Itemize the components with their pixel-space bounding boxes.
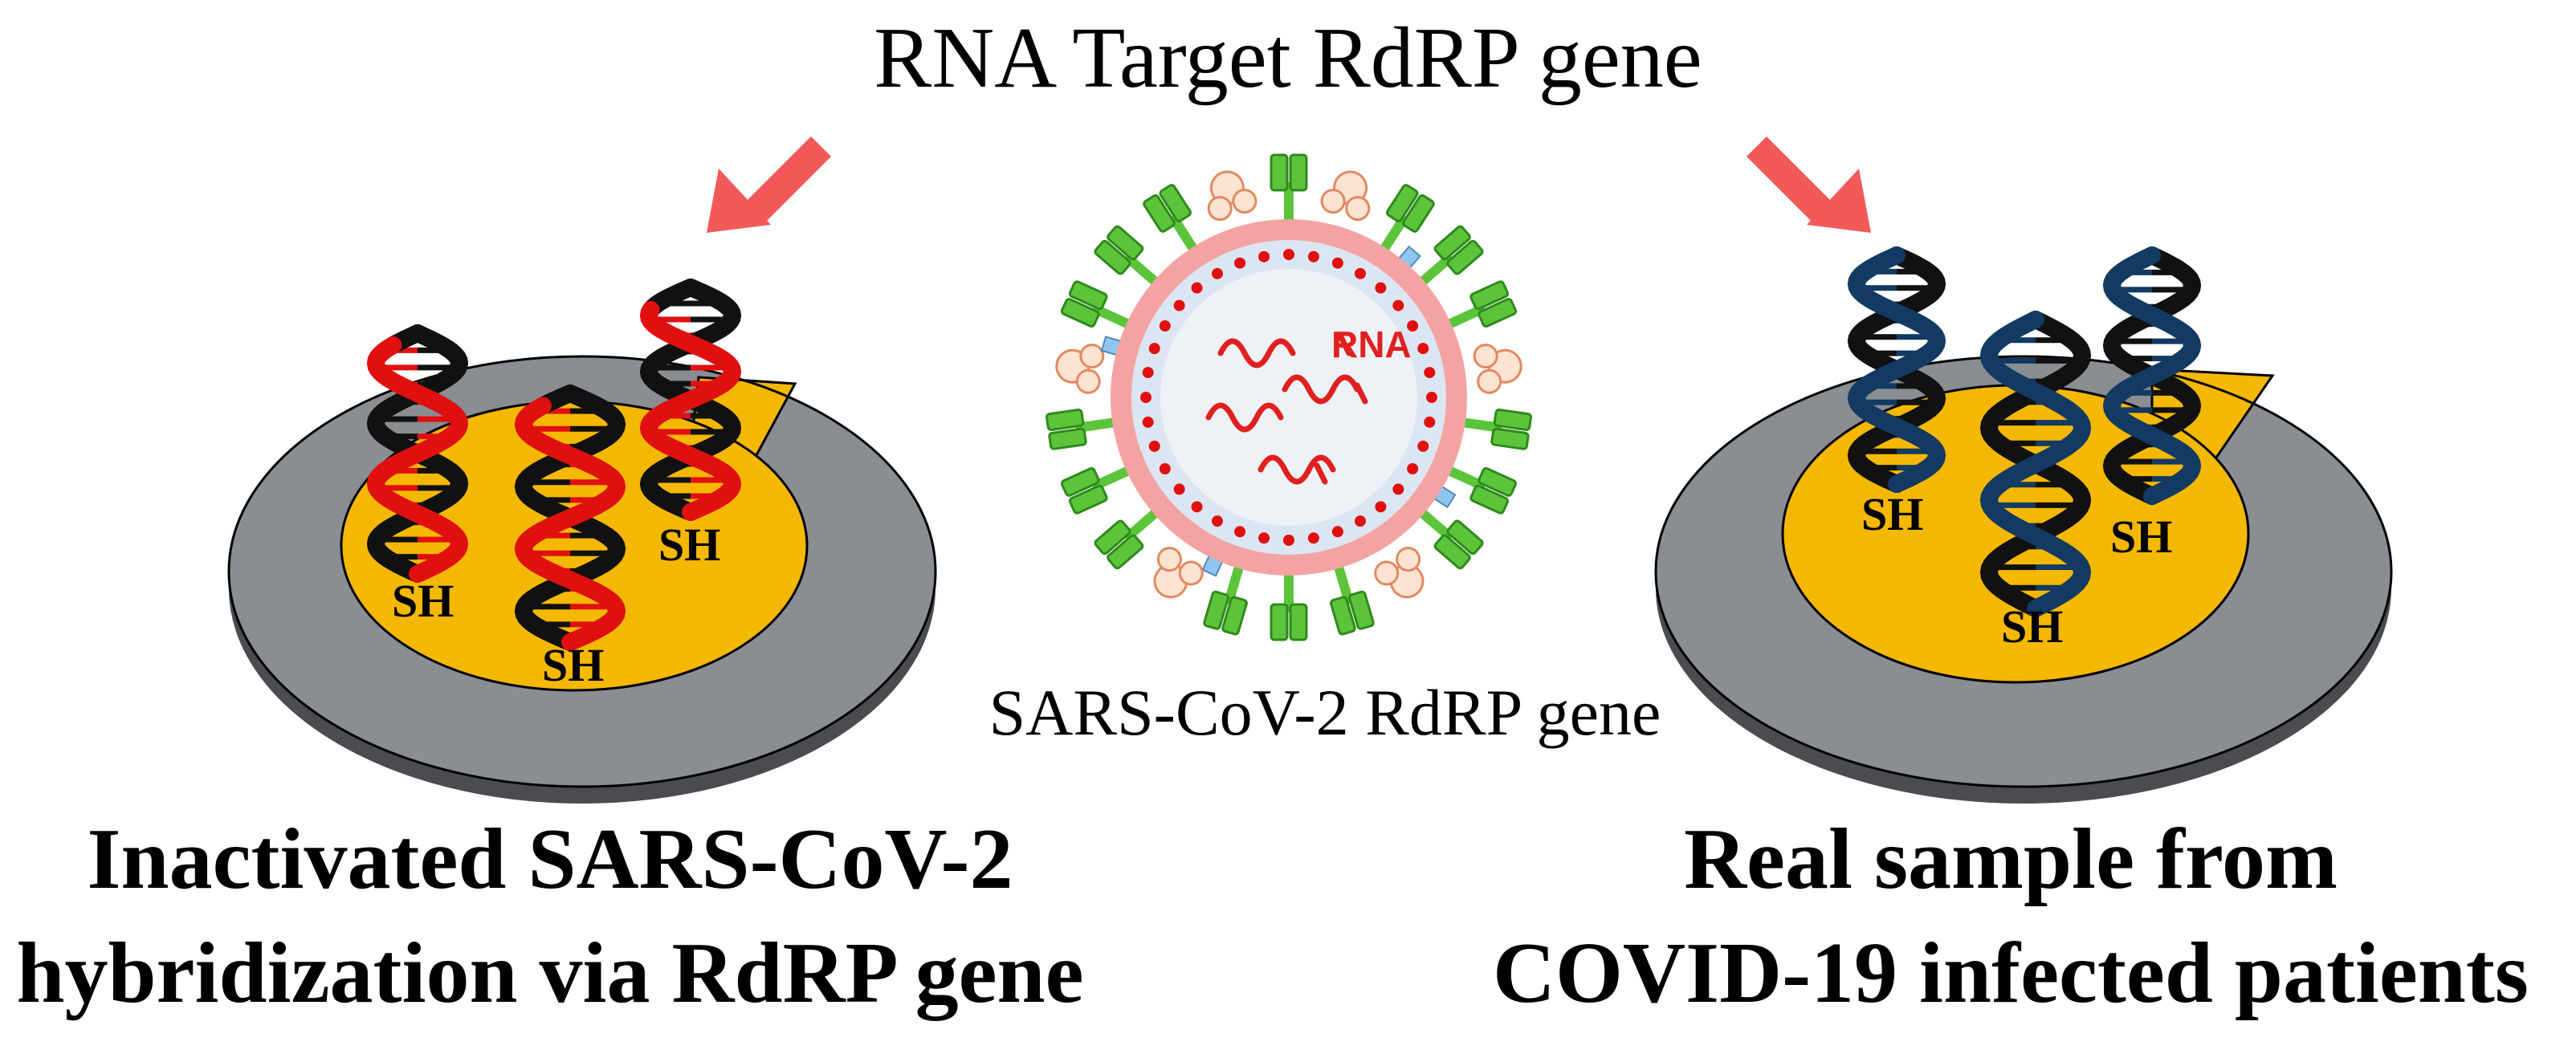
spike-protein-icon (1153, 547, 1204, 599)
spike-protein-icon (1055, 336, 1127, 394)
spike-protein-icon (1445, 280, 1518, 329)
arrow-left-icon (707, 136, 831, 233)
right-caption-line2: COVID-19 infected patients (1493, 926, 2529, 1021)
spike-protein-icon (1270, 572, 1308, 641)
virus-particle-icon: RNA (1045, 153, 1533, 641)
dna-helix-icon (639, 279, 742, 521)
left-caption: Inactivated SARS-CoV-2 hybridization via… (0, 803, 1100, 1031)
spike-protein-icon (1201, 549, 1248, 636)
spike-protein-icon (1094, 508, 1160, 570)
spike-protein-icon (1461, 408, 1533, 450)
left-caption-line1: Inactivated SARS-CoV-2 (87, 812, 1013, 907)
spike-protein-icon (1094, 225, 1160, 287)
dna-helix-icon (366, 324, 469, 583)
left-thiol-label: SH (658, 519, 720, 571)
right-thiol-labels: SH SH SH (1861, 488, 2172, 653)
dna-helix-icon (1847, 246, 1946, 493)
spike-protein-icon (1379, 184, 1435, 274)
spike-protein-icon (1270, 153, 1308, 222)
right-thiol-label: SH (2001, 600, 2063, 653)
spike-protein-icon (1473, 344, 1522, 394)
spike-protein-icon (1143, 184, 1199, 253)
rna-strands-icon (1205, 334, 1368, 485)
spike-protein-icon (1374, 547, 1425, 599)
page-title: RNA Target RdRP gene (874, 10, 1702, 106)
left-caption-line2: hybridization via RdRP gene (16, 926, 1084, 1021)
right-caption: Real sample from COVID-19 infected patie… (1445, 803, 2576, 1031)
rna-label: RNA (1331, 324, 1412, 365)
left-dna-helices (366, 279, 742, 651)
right-thiol-label: SH (1861, 488, 1923, 540)
virus-gene-label: SARS-CoV-2 RdRP gene (988, 676, 1661, 749)
membrane-dots (1140, 249, 1437, 546)
spike-proteins (1045, 153, 1533, 641)
spike-protein-icon (1320, 170, 1371, 222)
spike-protein-icon (1330, 564, 1375, 636)
spike-protein-icon (1429, 466, 1518, 515)
left-thiol-label: SH (542, 639, 604, 691)
spike-protein-icon (1045, 408, 1117, 450)
right-caption-line1: Real sample from (1684, 812, 2338, 907)
dna-helix-icon (1979, 311, 2092, 617)
spike-protein-icon (1060, 280, 1132, 329)
dna-helix-icon (2102, 246, 2202, 505)
left-thiol-label: SH (392, 575, 454, 627)
spike-protein-icon (1060, 466, 1132, 515)
spike-protein-icon (1207, 170, 1257, 222)
spike-protein-icon (1417, 508, 1484, 570)
left-thiol-labels: SH SH SH (392, 519, 720, 691)
right-thiol-label: SH (2110, 511, 2172, 563)
right-dna-helices (1847, 246, 2202, 617)
spike-protein-icon (1417, 225, 1484, 287)
dna-helix-icon (514, 385, 626, 651)
arrow-right-icon (1747, 136, 1871, 233)
